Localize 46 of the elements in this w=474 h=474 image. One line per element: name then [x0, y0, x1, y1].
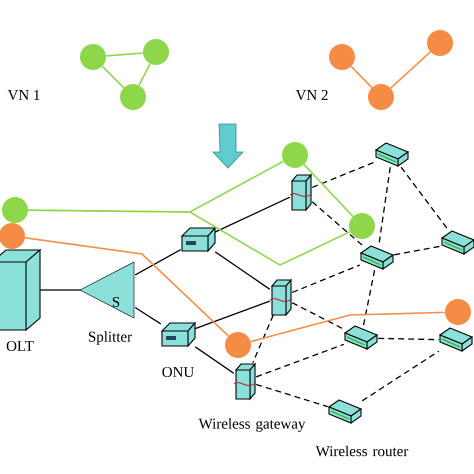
link-line	[303, 164, 354, 217]
circle-node	[282, 142, 308, 168]
link-line	[134, 248, 182, 276]
link-line	[292, 302, 344, 330]
link-line	[394, 246, 441, 256]
link-line	[362, 350, 440, 402]
link-line	[138, 63, 151, 86]
link-line	[194, 300, 270, 330]
link-line	[214, 196, 290, 233]
device-label: OLT	[6, 340, 34, 352]
link-line	[134, 306, 162, 324]
link-line	[256, 344, 344, 378]
link-line	[250, 312, 445, 342]
link-line	[312, 161, 376, 188]
link-line	[28, 209, 350, 266]
circle-node	[80, 44, 106, 70]
device-label: Wireless gateway	[198, 418, 306, 432]
circle-node	[349, 213, 375, 239]
device-label: Splitter	[88, 331, 132, 345]
link-line	[40, 289, 81, 291]
link-line	[24, 237, 229, 336]
device-label: ONU	[162, 366, 194, 378]
link-line	[378, 338, 439, 340]
link-line	[214, 251, 270, 290]
link-line	[256, 384, 328, 408]
circle-node	[143, 39, 169, 65]
link-line	[312, 201, 364, 246]
link-line	[350, 66, 372, 88]
link-line	[106, 52, 143, 57]
network-label: VN 2	[296, 90, 328, 100]
link-line	[252, 314, 274, 364]
link-line	[362, 270, 376, 326]
circle-node	[2, 197, 28, 223]
circle-node	[427, 30, 453, 56]
circle-node	[368, 84, 394, 110]
link-line	[400, 166, 450, 232]
device-label: Wireless router	[316, 446, 408, 456]
circle-node	[329, 44, 355, 70]
link-line	[102, 66, 124, 88]
circle-node	[225, 332, 251, 358]
circle-node	[445, 299, 471, 325]
link-line	[194, 346, 234, 374]
link-line	[390, 51, 431, 89]
circle-node	[120, 84, 146, 110]
link-line	[292, 264, 360, 294]
network-label: VN 1	[8, 90, 40, 100]
